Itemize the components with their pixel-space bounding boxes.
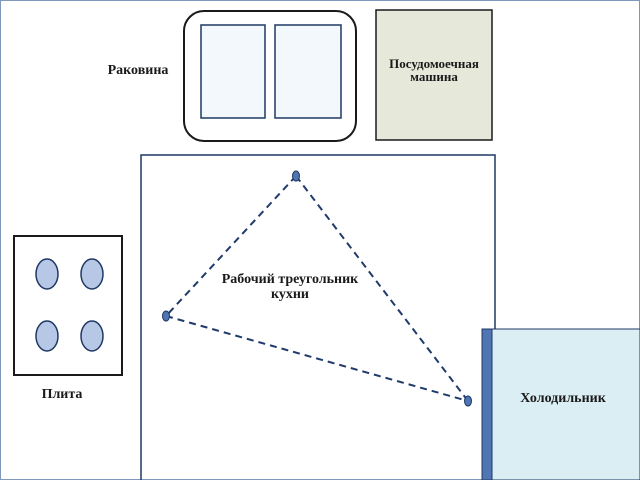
- sink-basin-right: [274, 24, 342, 119]
- fridge-door-edge: [481, 328, 493, 480]
- sink-basin-left: [200, 24, 266, 119]
- triangle-vertex-fridge: [464, 395, 472, 407]
- fridge-icon: [481, 328, 640, 480]
- triangle-vertex-sink: [292, 170, 300, 182]
- dishwasher-label: Посудомоечная машина: [376, 57, 492, 83]
- dishwasher-label-line1: Посудомоечная: [389, 56, 479, 71]
- triangle-label: Рабочий треугольник кухни: [200, 272, 380, 302]
- burner-top-left: [35, 258, 59, 290]
- work-triangle: [162, 170, 472, 407]
- triangle-label-line1: Рабочий треугольник: [221, 272, 359, 287]
- burner-bottom-right: [80, 320, 104, 352]
- triangle-side-stove-fridge: [165, 315, 469, 402]
- dishwasher-box: [375, 9, 493, 141]
- triangle-side-sink-stove: [165, 175, 297, 317]
- burner-bottom-left: [35, 320, 59, 352]
- dishwasher-label-line2: машина: [410, 69, 458, 84]
- stove-label: Плита: [41, 387, 83, 402]
- fridge-label: Холодильник: [520, 391, 606, 406]
- stove-four-burners-icon: [13, 235, 123, 376]
- triangle-label-line2: кухни: [270, 287, 309, 302]
- stove-body: [13, 235, 123, 376]
- fridge-body: [491, 328, 640, 480]
- sink-label: Раковина: [107, 63, 169, 78]
- triangle-vertex-stove: [162, 310, 170, 322]
- double-basin-sink-icon: [183, 10, 357, 142]
- work-area-box: [140, 154, 496, 480]
- burner-top-right: [80, 258, 104, 290]
